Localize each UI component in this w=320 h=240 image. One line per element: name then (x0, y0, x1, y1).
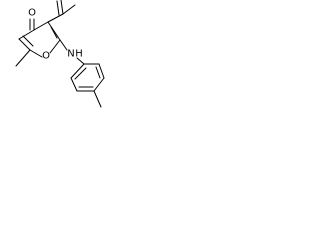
bond-n-aryl (76, 57, 85, 65)
bond-acetyl-co (60, 0, 64, 15)
bond-c3-c2 (47, 21, 61, 41)
atom-amine-nitrogen: N (67, 49, 74, 60)
atom-carbonyl-oxygen: O (28, 8, 36, 19)
molecule-canvas: O O N H (0, 0, 106, 110)
bond-c2-o1 (49, 39, 61, 54)
atom-ring-oxygen: O (42, 51, 50, 62)
atom-amine-hydrogen: H (75, 49, 83, 60)
bond-ar-6 (70, 63, 85, 79)
bond-c6-c5 (18, 38, 31, 51)
bond-ar-6-double (74, 67, 87, 80)
bond-o1-c6 (29, 49, 43, 58)
bond-c4-c3 (33, 21, 49, 31)
bond-c3-acetyl (47, 13, 64, 23)
bond-acetyl-methyl (62, 4, 76, 15)
bond-ar-5 (70, 77, 78, 92)
bond-acetyl-co-double (56, 0, 60, 16)
bond-ar-3 (93, 77, 105, 92)
bond-c3-c2-double (50, 26, 58, 39)
bond-c5-c4 (18, 29, 35, 40)
bond-c6-c5-double (22, 35, 34, 47)
bond-c2-n (59, 39, 68, 51)
bond-ar-2-double (95, 66, 101, 79)
bond-c6-methyl (15, 49, 31, 67)
chemical-structure-diagram: O O N H (15, 0, 105, 108)
bond-ar-2 (98, 63, 105, 79)
bond-lines (15, 0, 105, 108)
bond-ar-methyl (93, 90, 102, 108)
